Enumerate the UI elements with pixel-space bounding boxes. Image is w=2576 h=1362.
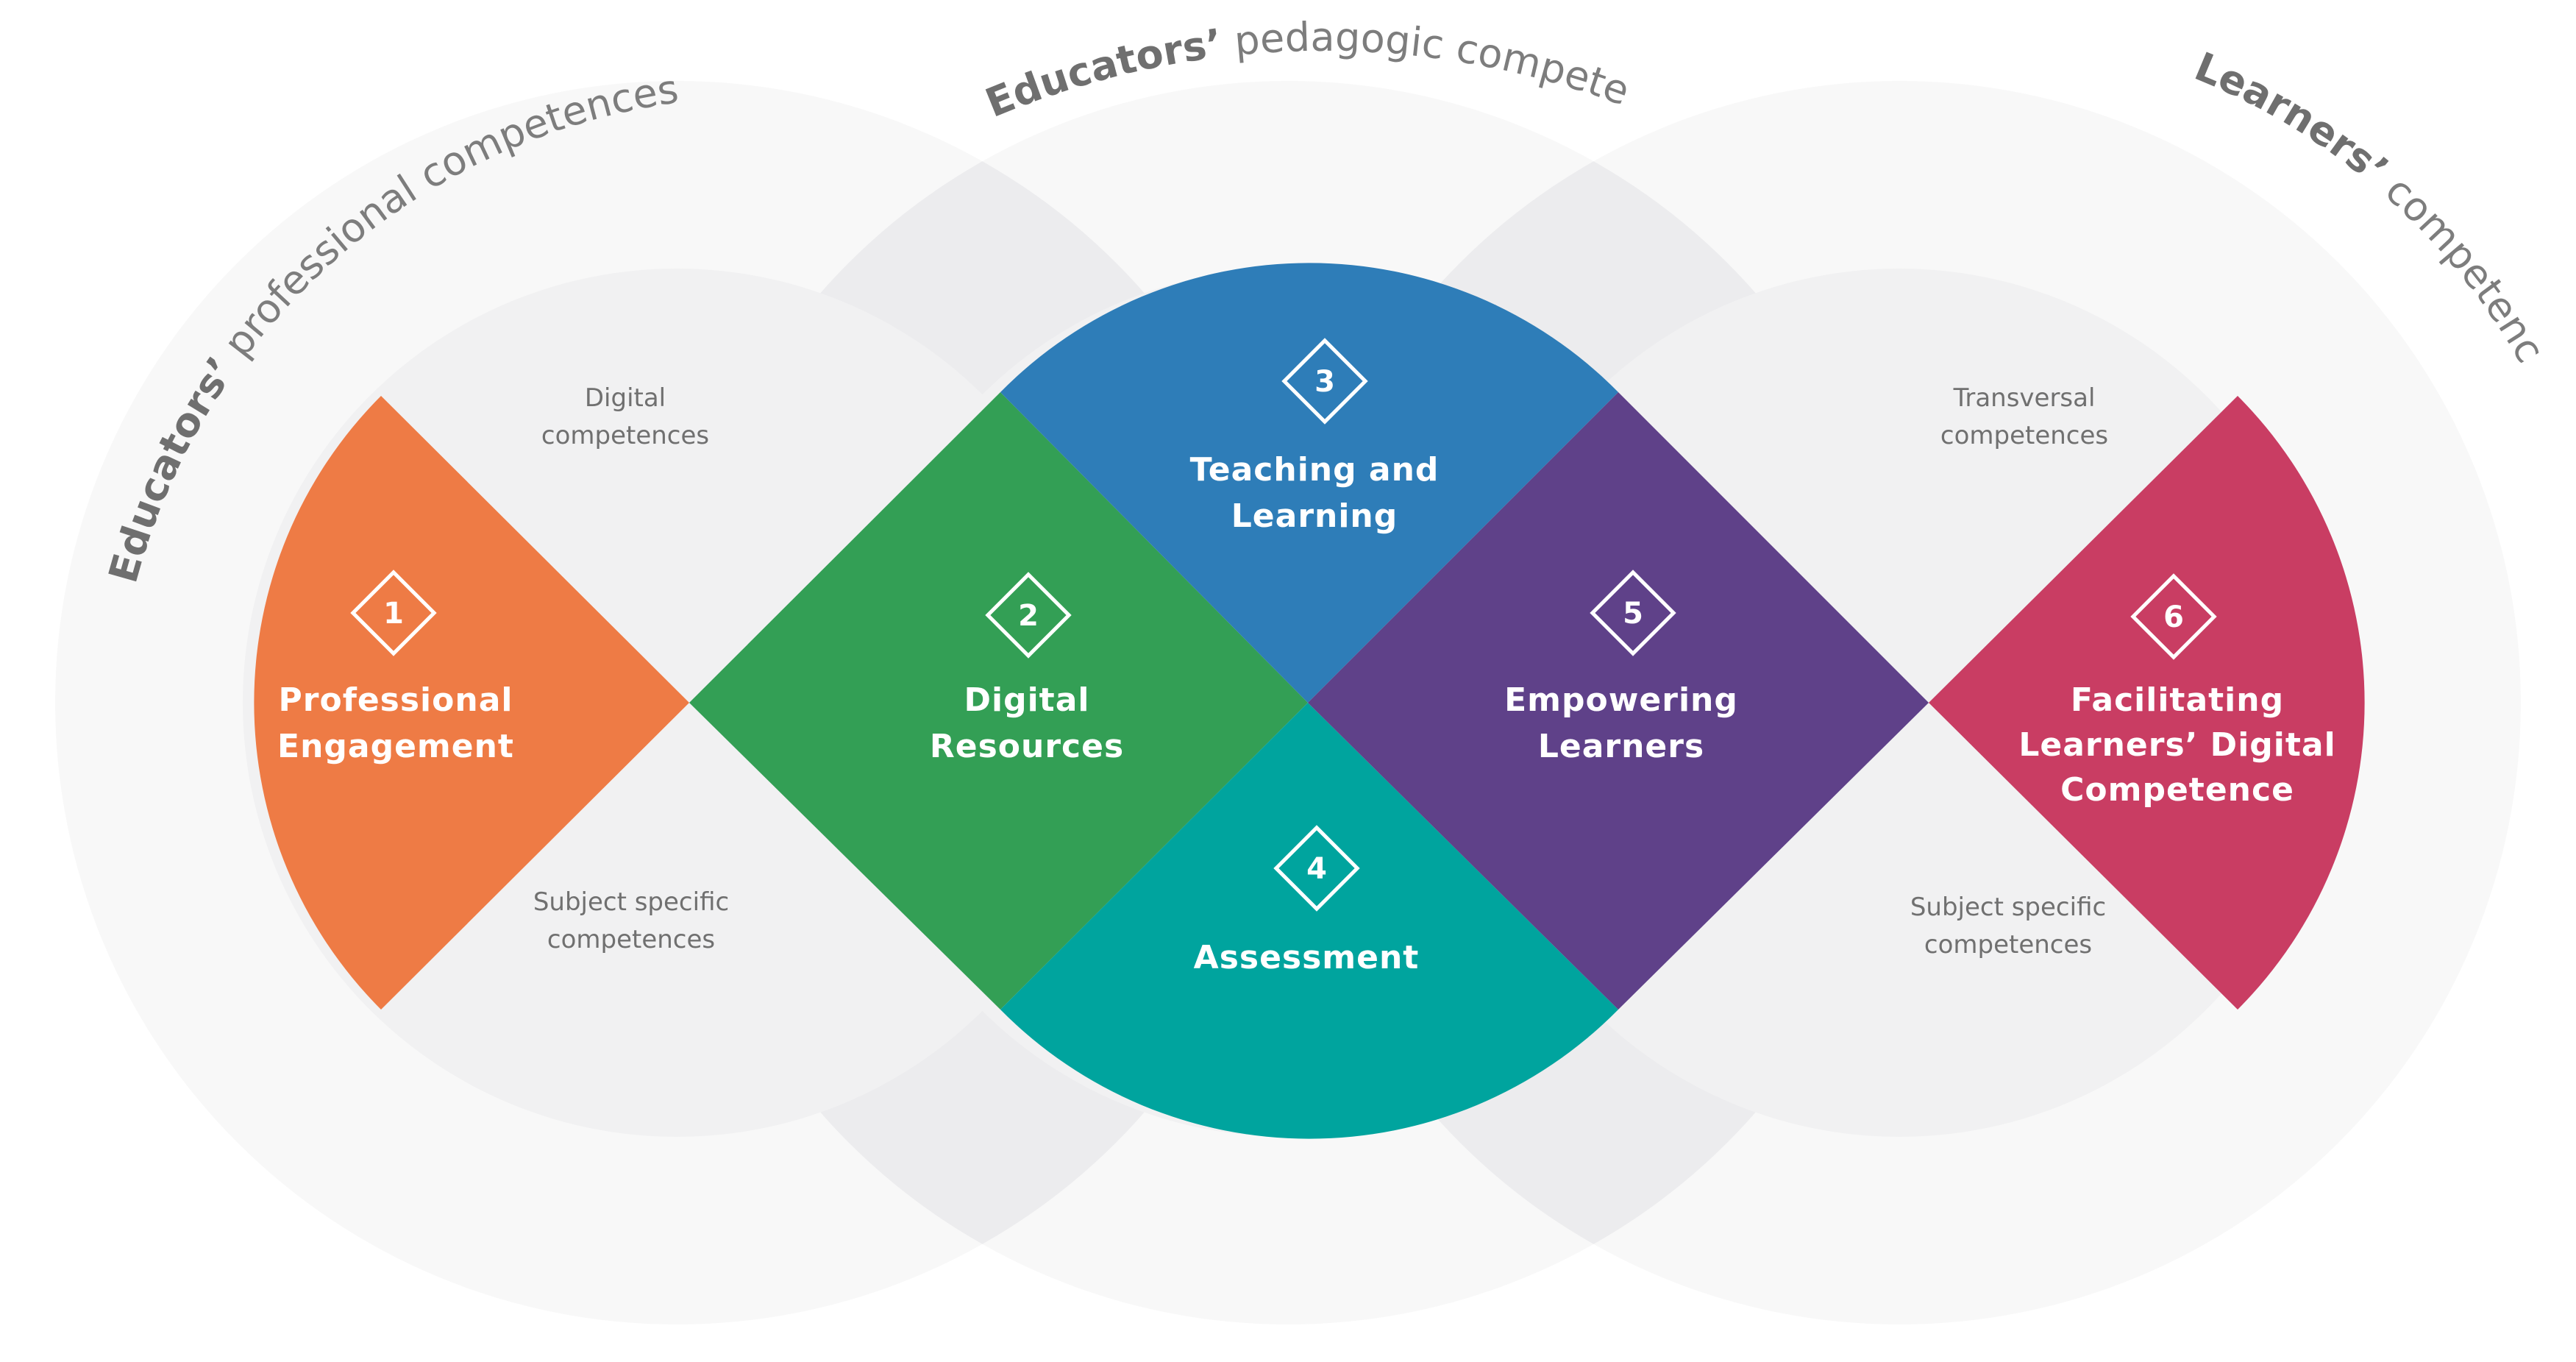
svg-text:3: 3 — [1314, 365, 1335, 399]
area-6-shape[interactable] — [1929, 396, 2365, 1010]
area-6-title-line-2: Learners’ Digital — [2018, 726, 2335, 764]
area-3-shape[interactable] — [1000, 263, 1618, 703]
area-1-title-line-2: Engagement — [277, 728, 514, 765]
label-transversal-line-1: Transversal — [1953, 383, 2096, 413]
side-labels: Digital competences Subject specific com… — [533, 383, 2108, 960]
area-1-shape[interactable] — [254, 396, 690, 1010]
label-subject-right-line-2: competences — [1924, 930, 2092, 960]
area-5-shape[interactable] — [1308, 392, 1929, 1010]
label-subject-left-line-2: competences — [547, 925, 715, 954]
area-6-title-line-3: Competence — [2060, 771, 2294, 809]
badge-6: 6 — [2130, 573, 2217, 660]
badge-3: 3 — [1281, 338, 1368, 425]
label-digital-line-2: competences — [541, 421, 709, 450]
area-1-title-line-1: Professional — [279, 681, 513, 719]
area-5-title-line-2: Learners — [1538, 728, 1704, 765]
area-4-title-line-1: Assessment — [1194, 939, 1420, 976]
badge-2: 2 — [985, 572, 1072, 659]
badge-4: 4 — [1273, 825, 1360, 912]
label-subject-left-line-1: Subject specific — [533, 887, 729, 917]
badge-1: 1 — [350, 570, 437, 656]
area-4-shape[interactable] — [1000, 703, 1618, 1139]
area-3-title-line-1: Teaching and — [1190, 451, 1440, 489]
competence-areas — [254, 263, 2365, 1139]
label-transversal-line-2: competences — [1940, 421, 2108, 450]
area-2-shape[interactable] — [689, 392, 1308, 1010]
svg-text:2: 2 — [1018, 599, 1039, 633]
svg-text:6: 6 — [2163, 600, 2184, 634]
label-subject-right-line-1: Subject specific — [1910, 893, 2106, 922]
badge-5: 5 — [1590, 570, 1676, 656]
area-6-title-line-1: Facilitating — [2071, 681, 2284, 719]
area-5-title-line-1: Empowering — [1504, 681, 1738, 719]
area-3-title-line-2: Learning — [1231, 497, 1398, 535]
number-badges: 1 2 3 4 5 6 — [350, 338, 2217, 912]
svg-text:1: 1 — [383, 597, 404, 631]
svg-text:5: 5 — [1623, 597, 1643, 631]
svg-text:4: 4 — [1306, 852, 1327, 886]
area-2-title-line-2: Resources — [930, 728, 1124, 765]
label-digital-line-1: Digital — [585, 383, 666, 413]
area-2-title-line-1: Digital — [964, 681, 1090, 719]
area-titles: Professional Engagement Digital Resource… — [277, 451, 2335, 976]
